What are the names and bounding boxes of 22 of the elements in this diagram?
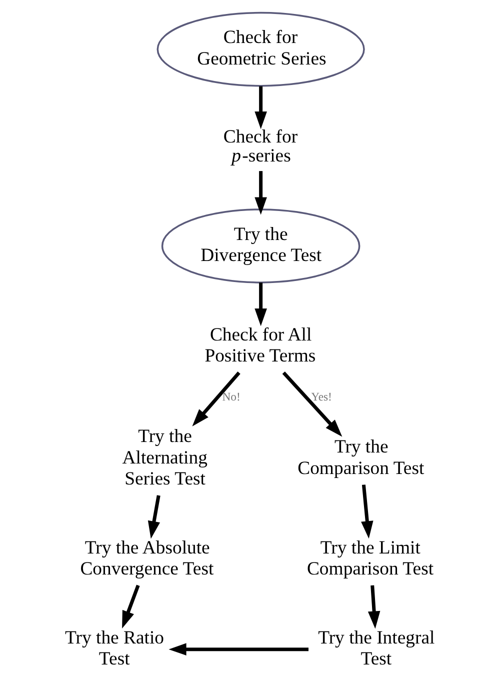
node-text: Check for All Positive Terms — [204, 324, 316, 367]
arrow — [122, 584, 140, 628]
arrow — [254, 171, 267, 215]
arrow — [368, 585, 380, 629]
arrow — [168, 643, 308, 656]
node-ellipse: Try the Divergence Test — [161, 208, 360, 284]
node-text: Try the Absolute Convergence Test — [80, 537, 214, 580]
node-ellipse: Check for Geometric Series — [156, 12, 365, 87]
node-text: Try the Comparison Test — [298, 436, 424, 479]
arrow — [254, 282, 267, 326]
node-text: Try the Alternating Series Test — [122, 426, 208, 490]
node-text: Try the Integral Test — [318, 627, 435, 670]
arrow — [192, 372, 240, 426]
arrow — [282, 372, 342, 437]
edge-label: Yes! — [311, 390, 332, 404]
arrow — [361, 484, 374, 539]
arrow — [254, 86, 267, 130]
edge-label: No! — [222, 390, 240, 404]
arrow — [148, 495, 160, 539]
node-text: Try the Ratio Test — [65, 627, 164, 670]
node-text: Check for p-series — [223, 126, 298, 166]
node-text: Try the Limit Comparison Test — [306, 537, 434, 580]
